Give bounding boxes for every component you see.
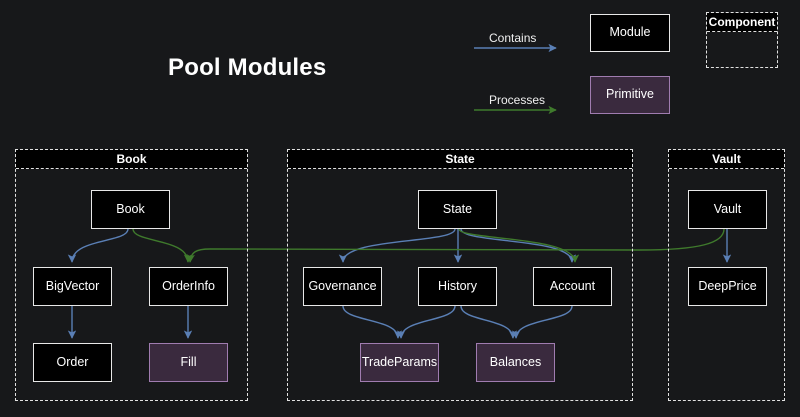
component-book: Book	[15, 149, 248, 401]
node-deepprice[interactable]: DeepPrice	[688, 267, 767, 306]
node-vault[interactable]: Vault	[688, 190, 767, 229]
legend-processes-label: Processes	[489, 93, 546, 107]
node-bigvector[interactable]: BigVector	[33, 267, 112, 306]
node-tradeparams[interactable]: TradeParams	[360, 343, 439, 382]
component-state-title: State	[288, 150, 632, 169]
node-history[interactable]: History	[418, 267, 497, 306]
component-vault: Vault	[668, 149, 785, 401]
node-state[interactable]: State	[418, 190, 497, 229]
node-orderinfo[interactable]: OrderInfo	[149, 267, 228, 306]
node-fill[interactable]: Fill	[149, 343, 228, 382]
legend-module-box: Module	[590, 14, 670, 52]
node-account[interactable]: Account	[533, 267, 612, 306]
legend-contains-label: Contains	[489, 31, 537, 45]
page-title: Pool Modules	[168, 54, 327, 81]
component-state: State	[287, 149, 633, 401]
legend-component-box: Component	[706, 12, 778, 68]
legend-component-title: Component	[707, 13, 777, 32]
component-vault-title: Vault	[669, 150, 784, 169]
component-book-title: Book	[16, 150, 247, 169]
node-balances[interactable]: Balances	[476, 343, 555, 382]
legend-primitive-box: Primitive	[590, 76, 670, 114]
node-governance[interactable]: Governance	[303, 267, 382, 306]
node-book[interactable]: Book	[91, 190, 170, 229]
node-order[interactable]: Order	[33, 343, 112, 382]
